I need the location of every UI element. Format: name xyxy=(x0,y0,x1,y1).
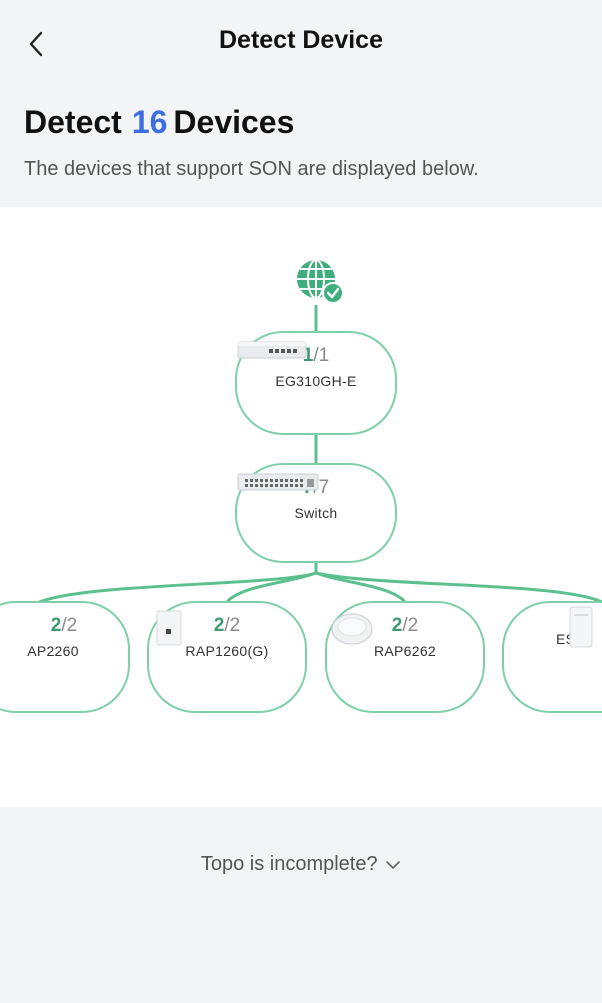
ap-bridge-icon xyxy=(569,606,593,648)
ap-outdoor-icon xyxy=(156,610,182,646)
summary-suffix: Devices xyxy=(173,104,295,140)
gateway-node[interactable]: 1/1 EG310GH-E xyxy=(235,331,397,435)
ap-label-ap2260: AP2260 xyxy=(27,643,79,659)
ap-ratio-ap2260: 2/2 xyxy=(50,615,78,636)
ap-ratio-rap6262: 2/2 xyxy=(391,615,419,636)
switch-node[interactable]: 7/7 Switch xyxy=(235,463,397,563)
footer-area: Topo is incomplete? xyxy=(0,807,602,1003)
page-title: Detect Device xyxy=(219,26,383,54)
chevron-left-icon xyxy=(29,31,43,57)
gateway-label: EG310GH-E xyxy=(275,373,357,389)
nav-bar: Detect Device xyxy=(0,0,602,86)
link-switch-ap4 xyxy=(315,571,602,604)
globe-check-icon xyxy=(297,259,344,304)
ap-node-ap2260[interactable]: 2/2 AP2260 xyxy=(0,601,130,713)
ap-node-est[interactable]: 2 EST xyxy=(502,601,602,713)
switch-icon xyxy=(237,473,319,491)
link-switch-ap1 xyxy=(29,571,317,609)
ap-label-rap1260g: RAP1260(G) xyxy=(185,643,269,659)
ap-label-rap6262: RAP6262 xyxy=(373,643,437,659)
link-switch-ap3 xyxy=(315,571,408,605)
topo-incomplete-label: Topo is incomplete? xyxy=(200,853,378,875)
summary-description: The devices that support SON are display… xyxy=(24,158,479,180)
ap-node-rap1260g[interactable]: 2/2 RAP1260(G) xyxy=(147,601,307,713)
summary-prefix: Detect xyxy=(24,104,122,140)
ap-node-rap6262[interactable]: 2/2 RAP6262 xyxy=(325,601,485,713)
device-count: 16 xyxy=(131,104,168,140)
link-switch-ap2 xyxy=(224,571,317,605)
topology-area: 1/1 EG310GH-E 7/7 Switch 2/ xyxy=(0,207,602,807)
ap-ceiling-icon xyxy=(331,613,373,645)
ap-ratio-rap1260g: 2/2 xyxy=(213,615,241,636)
chevron-down-icon xyxy=(386,860,400,869)
gateway-ratio: 1/1 xyxy=(302,345,330,366)
back-button[interactable] xyxy=(18,24,54,64)
topology-links xyxy=(29,305,602,609)
topo-incomplete-link[interactable]: Topo is incomplete? xyxy=(0,853,602,876)
switch-label: Switch xyxy=(294,505,338,521)
router-icon xyxy=(237,341,307,359)
